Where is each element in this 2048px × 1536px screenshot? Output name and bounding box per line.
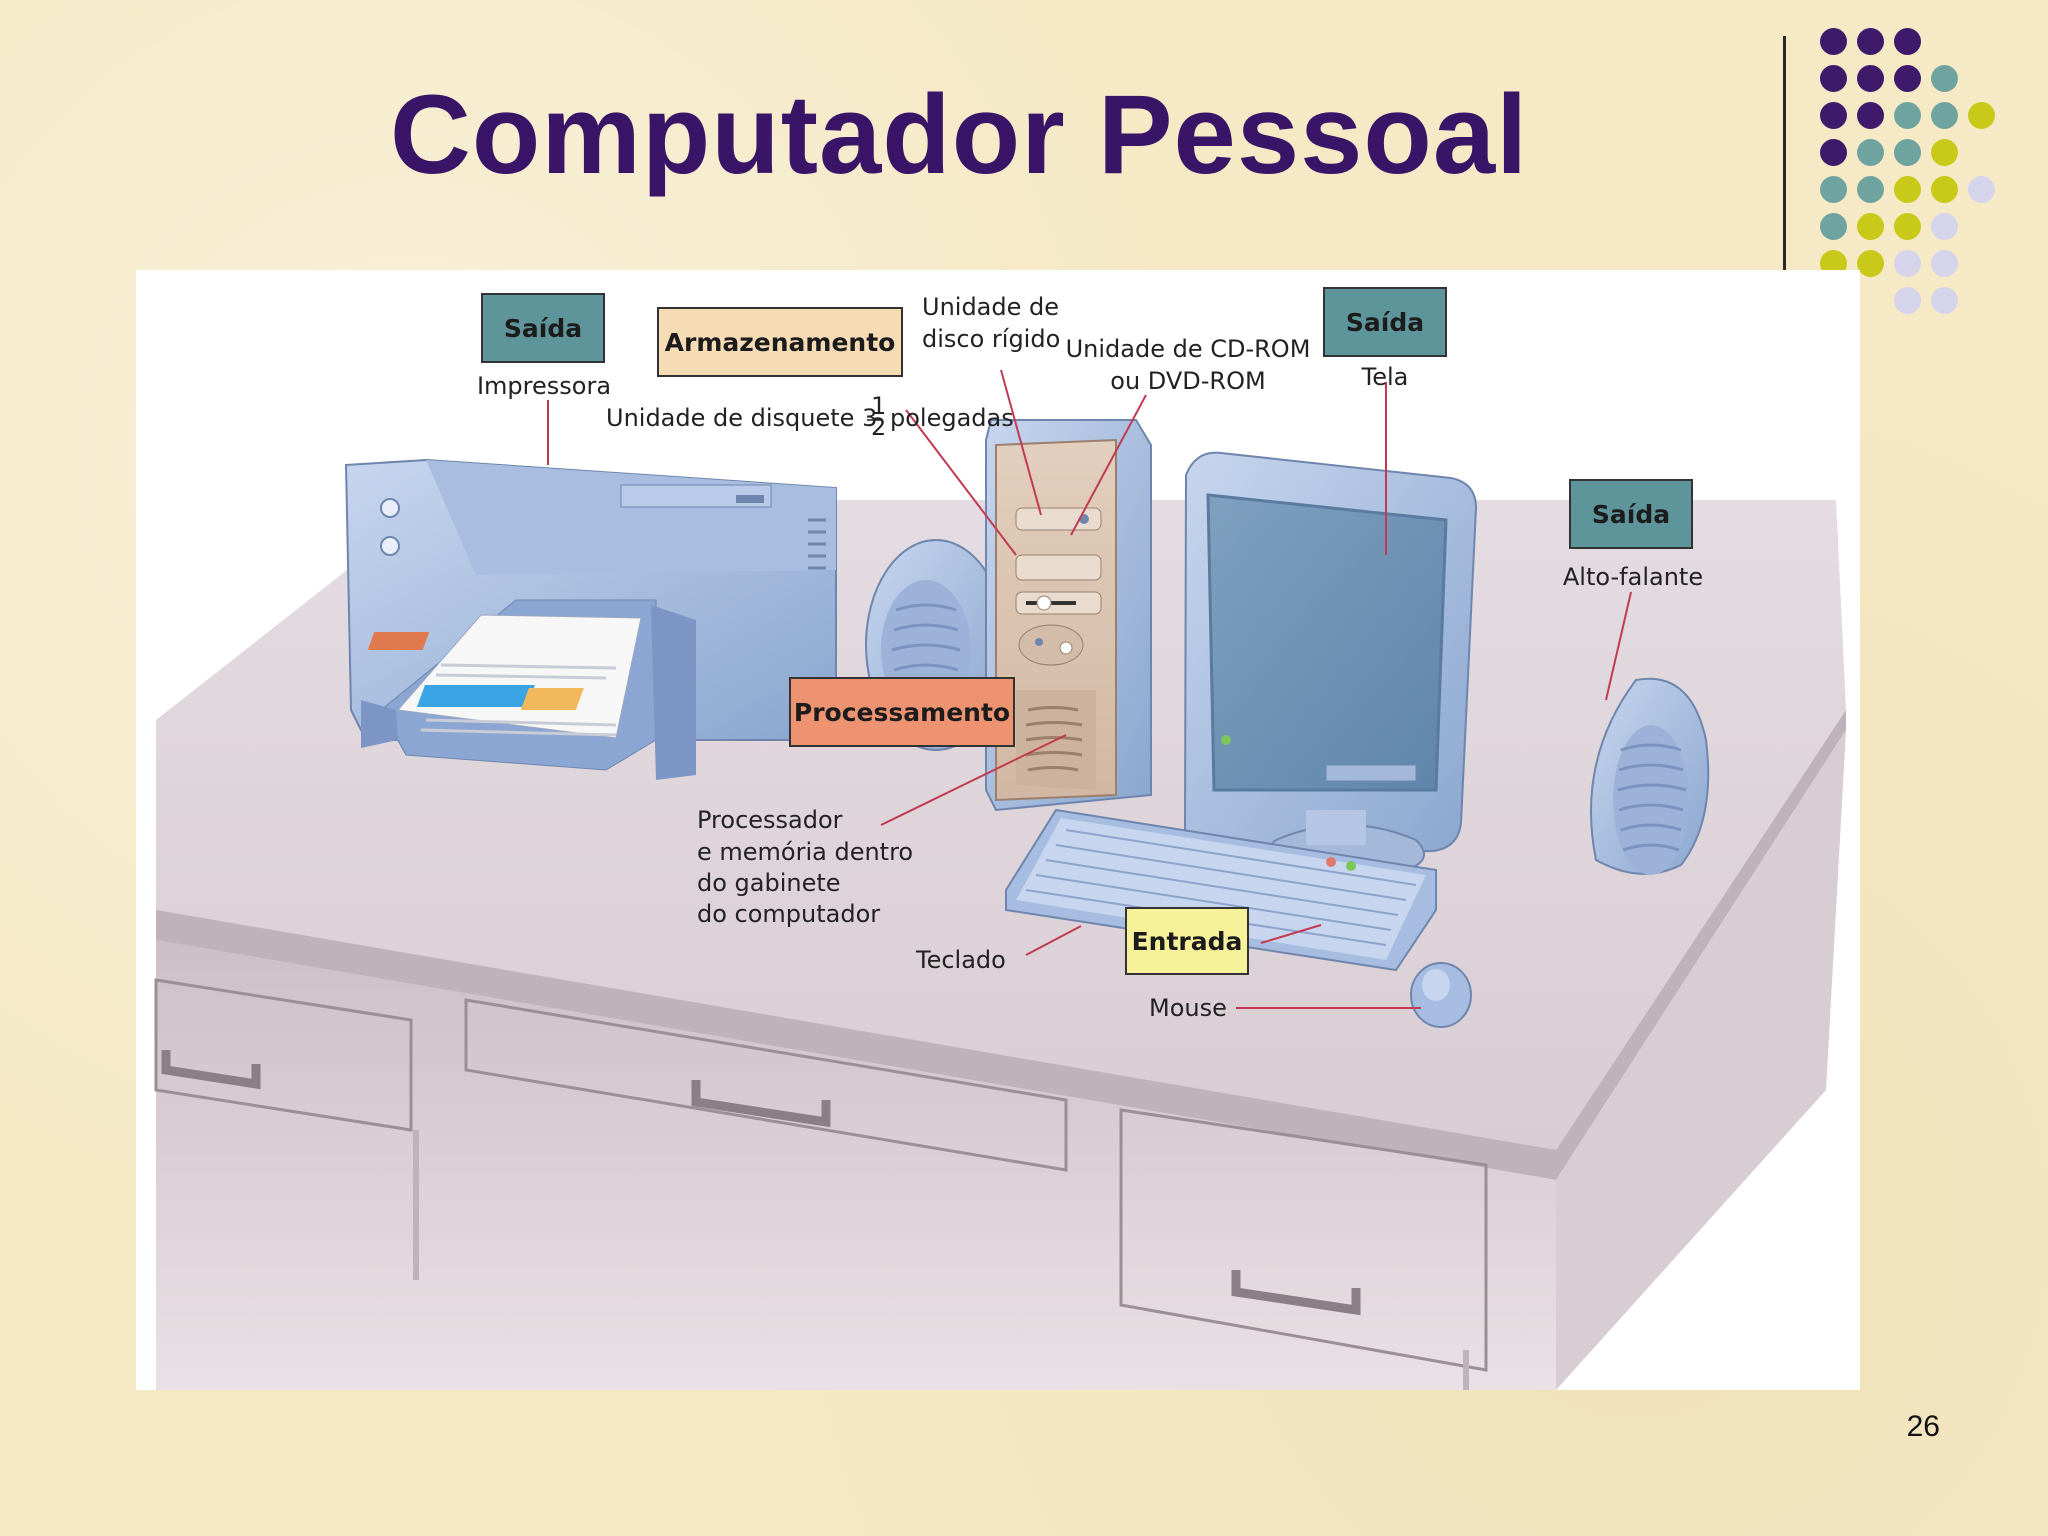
computer-diagram-svg: Saída Armazenamento Saída Saída Processa… <box>154 287 1846 1390</box>
label-box-saida-tela: Saída <box>1323 287 1447 357</box>
label-box-saida-alto-falante: Saída <box>1569 479 1693 549</box>
decorative-dot <box>1894 28 1921 55</box>
computer-diagram: Saída Armazenamento Saída Saída Processa… <box>136 270 1860 1390</box>
decorative-dot <box>1894 213 1921 240</box>
label-cdrom-line2: ou DVD-ROM <box>1110 367 1265 395</box>
decorative-dot <box>1931 250 1958 277</box>
decorative-dot <box>1857 65 1884 92</box>
label-box-text: Processamento <box>794 698 1010 727</box>
decorative-dot <box>1931 176 1958 203</box>
decorative-dot <box>1820 213 1847 240</box>
label-processador-line3: do gabinete <box>697 869 841 897</box>
label-box-text: Entrada <box>1132 927 1243 956</box>
label-box-text: Saída <box>1346 308 1424 337</box>
mouse-illustration <box>1410 962 1472 1028</box>
decorative-dot <box>1931 213 1958 240</box>
page-number: 26 <box>1906 1410 1940 1443</box>
label-disco-rigido-line1: Unidade de <box>922 293 1059 321</box>
decorative-dot <box>1894 102 1921 129</box>
drawer-middle <box>464 998 1068 1172</box>
label-mouse: Mouse <box>1149 994 1227 1022</box>
decorative-dot <box>1857 102 1884 129</box>
decorative-dot <box>1857 176 1884 203</box>
label-box-text: Saída <box>504 314 582 343</box>
decorative-dot <box>1857 139 1884 166</box>
decorative-dot <box>1894 250 1921 277</box>
decorative-divider <box>1783 36 1786 276</box>
decorative-dot <box>1894 287 1921 314</box>
label-processador-line4: do computador <box>697 900 880 928</box>
keyboard-illustration <box>1005 808 1437 972</box>
label-box-text: Saída <box>1592 500 1670 529</box>
drawer-handle <box>1231 1270 1361 1316</box>
label-box-text: Armazenamento <box>665 328 896 357</box>
label-box-processamento: Processamento <box>789 677 1015 747</box>
decorative-dot <box>1931 65 1958 92</box>
label-disquete-text: Unidade de disquete 3 <box>606 404 877 432</box>
callout-lines <box>547 369 1632 1009</box>
label-cdrom-line1: Unidade de CD-ROM <box>1066 335 1311 363</box>
label-processador-line1: Processador <box>697 806 843 834</box>
monitor-illustration <box>1183 451 1478 871</box>
decorative-dot <box>1894 139 1921 166</box>
decorative-dot <box>1820 176 1847 203</box>
fraction-numerator: 1 <box>871 392 886 420</box>
decorative-dot <box>1820 65 1847 92</box>
decorative-dot <box>1931 139 1958 166</box>
decorative-dot <box>1968 102 1995 129</box>
decorative-dot <box>1894 176 1921 203</box>
label-impressora: Impressora <box>477 372 611 400</box>
decorative-dot <box>1894 65 1921 92</box>
decorative-dot <box>1820 28 1847 55</box>
label-box-entrada: Entrada <box>1125 907 1249 975</box>
label-box-saida-impressora: Saída <box>481 293 605 363</box>
decorative-dot <box>1857 28 1884 55</box>
fraction-denominator: 2 <box>871 413 886 441</box>
computer-tower-illustration <box>985 419 1152 812</box>
label-disquete: Unidade de disquete 3 <box>606 404 877 432</box>
drawer-handle <box>691 1080 831 1128</box>
decorative-dot <box>1857 250 1884 277</box>
label-alto-falante: Alto-falante <box>1563 563 1703 591</box>
label-disco-rigido-line2: disco rígido <box>922 325 1060 353</box>
decorative-dot <box>1820 102 1847 129</box>
drawer-right <box>1119 1108 1488 1372</box>
decorative-dot <box>1931 287 1958 314</box>
drawer-handle <box>161 1050 261 1090</box>
decorative-dot <box>1968 176 1995 203</box>
label-tela: Tela <box>1361 363 1409 391</box>
label-processador-line2: e memória dentro <box>697 838 913 866</box>
slide-title: Computador Pessoal <box>390 72 1529 197</box>
decorative-dot <box>1857 213 1884 240</box>
right-speaker-illustration <box>1590 677 1710 875</box>
label-teclado: Teclado <box>915 946 1006 974</box>
printer-illustration <box>344 458 837 780</box>
label-polegadas: polegadas <box>890 404 1014 432</box>
drawer-left <box>154 978 413 1132</box>
decorative-dot <box>1931 102 1958 129</box>
decorative-dot <box>1820 139 1847 166</box>
label-box-armazenamento: Armazenamento <box>657 307 903 377</box>
